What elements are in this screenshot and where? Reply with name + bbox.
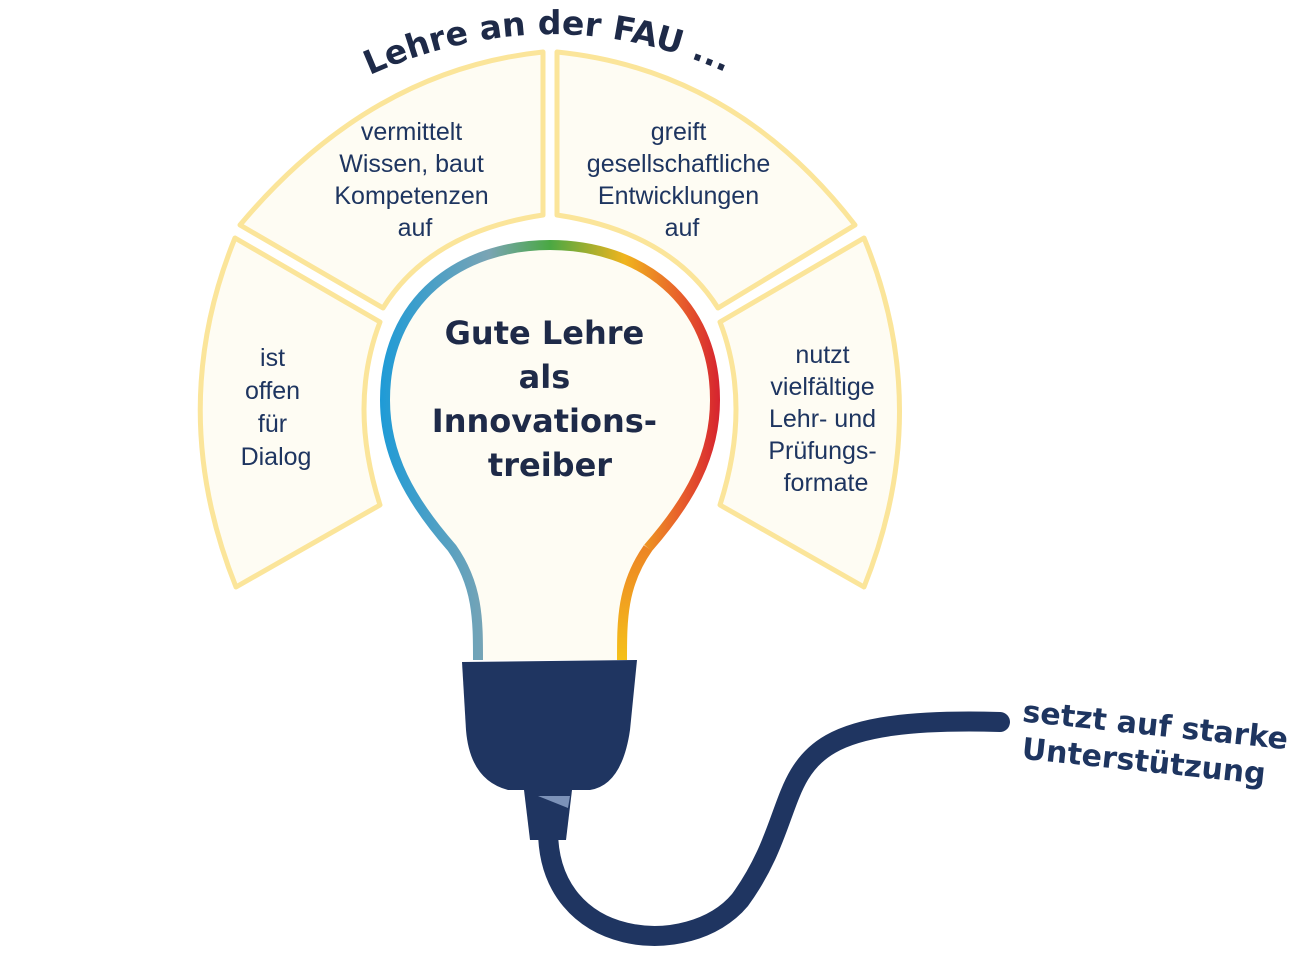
segment-dialog: ist offen für Dialog bbox=[197, 235, 383, 590]
segment-society: greift gesellschaftliche Entwicklungen a… bbox=[554, 49, 858, 311]
segment-society-text: greift gesellschaftliche Entwicklungen a… bbox=[587, 118, 777, 242]
segment-knowledge: vermittelt Wissen, baut Kompetenzen auf bbox=[237, 49, 546, 311]
segment-formats: nutzt vielfältige Lehr- und Prüfungs- fo… bbox=[717, 235, 902, 590]
diagram-title: Lehre an der FAU ... bbox=[357, 3, 737, 82]
center-text: Gute Lehre als Innovations- treiber bbox=[432, 314, 668, 484]
segment-dialog-text: ist offen für Dialog bbox=[241, 344, 312, 471]
segment-formats-text: nutzt vielfältige Lehr- und Prüfungs- fo… bbox=[768, 341, 883, 497]
segment-knowledge-text: vermittelt Wissen, baut Kompetenzen auf bbox=[334, 118, 495, 242]
power-cable bbox=[538, 711, 1010, 946]
svg-text:setzt auf starke Unterst: setzt auf starke Unterstützung bbox=[1017, 695, 1300, 796]
bulb-socket-icon bbox=[462, 660, 637, 840]
light-bulb-icon bbox=[379, 239, 721, 661]
cable-label: setzt auf starke Unterstützung bbox=[1017, 695, 1300, 796]
